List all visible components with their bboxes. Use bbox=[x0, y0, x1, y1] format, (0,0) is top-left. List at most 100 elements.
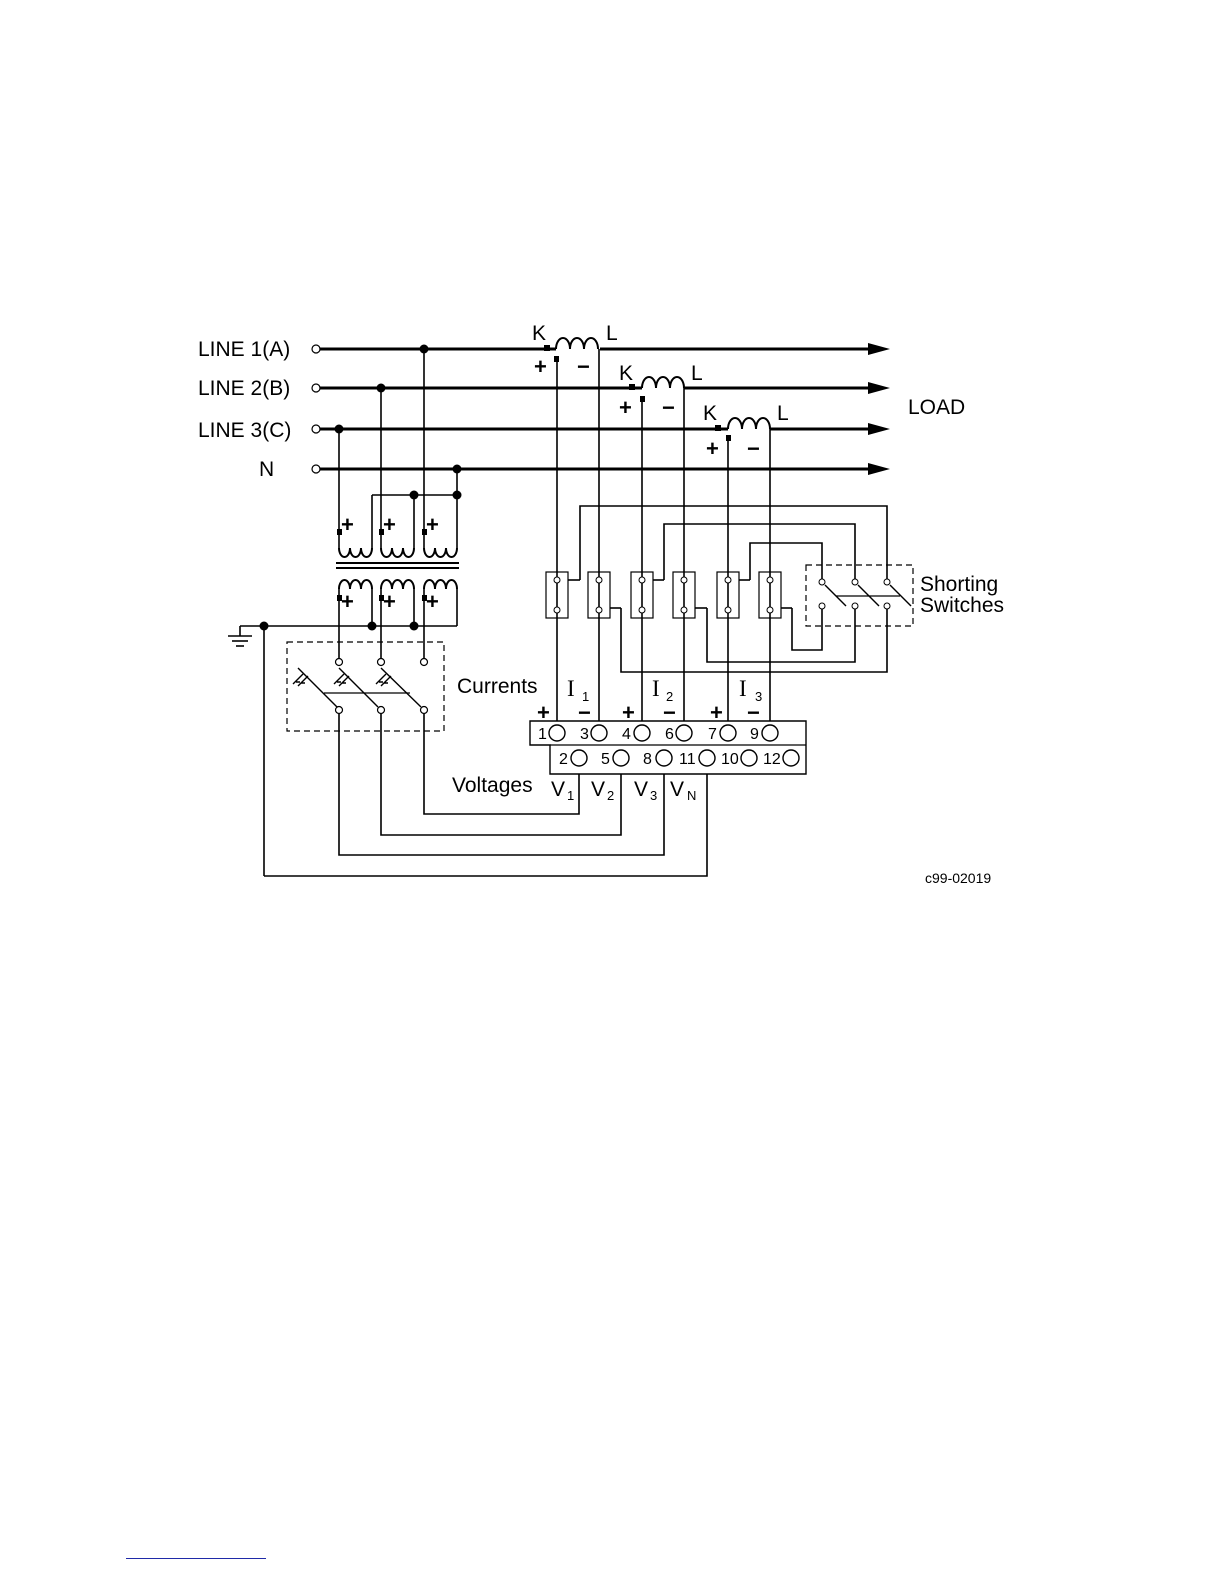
terminal-3 bbox=[591, 725, 607, 741]
vsw1-top bbox=[336, 659, 343, 666]
terminal-1 bbox=[549, 725, 565, 741]
vn-label: V bbox=[670, 778, 684, 801]
pt3-secondary-plus: + bbox=[426, 589, 439, 614]
i2-label: I bbox=[652, 676, 660, 701]
vn-sub: N bbox=[687, 788, 696, 803]
term-minus-3: − bbox=[578, 700, 591, 725]
term-plus-7: + bbox=[710, 700, 723, 725]
tnum-5: 5 bbox=[601, 751, 610, 768]
pt3-primary bbox=[424, 548, 457, 557]
ct1-minus: − bbox=[577, 354, 590, 379]
shorting-switch-contacts bbox=[819, 579, 890, 609]
ct1-k-label: K bbox=[532, 322, 546, 345]
ground-icon bbox=[228, 626, 252, 646]
voltage-switch-blades bbox=[293, 668, 421, 707]
ct2-pol-dot bbox=[640, 396, 645, 402]
ct3-pol-dot bbox=[726, 435, 731, 441]
tnum-2: 2 bbox=[559, 751, 568, 768]
vsw2-top bbox=[378, 659, 385, 666]
ct1-l-label: L bbox=[606, 322, 618, 345]
line1-terminal bbox=[312, 345, 320, 353]
ct1-coil bbox=[556, 338, 598, 349]
ct2-minus: − bbox=[662, 395, 675, 420]
current-labels: Currents I 1 I 2 I 3 + − + − + − bbox=[457, 675, 762, 725]
v2-label: V bbox=[591, 778, 605, 801]
vsw2-bot bbox=[378, 707, 385, 714]
vsw1-bot bbox=[336, 707, 343, 714]
figure-id: c99-02019 bbox=[925, 870, 991, 886]
ct2-k-label: K bbox=[619, 362, 633, 385]
short-loop-1 bbox=[580, 506, 887, 580]
pt-primary-coils bbox=[339, 548, 457, 557]
vsw3-bot bbox=[421, 707, 428, 714]
line3-terminal bbox=[312, 425, 320, 433]
v1-sub: 1 bbox=[567, 788, 574, 803]
v3-sub: 3 bbox=[650, 788, 657, 803]
ct3-l-label: L bbox=[777, 402, 789, 425]
ct-test-block-terminals bbox=[554, 577, 773, 613]
ct3-k-dot bbox=[715, 425, 721, 431]
pt1-primary-plus: + bbox=[341, 512, 354, 537]
terminal-7 bbox=[720, 725, 736, 741]
terminal-4 bbox=[634, 725, 650, 741]
tnum-7: 7 bbox=[708, 726, 717, 743]
line2-terminal bbox=[312, 384, 320, 392]
v2-sub: 2 bbox=[607, 788, 614, 803]
shorting-switch-blades bbox=[825, 585, 911, 606]
shorting-label-1: Shorting bbox=[920, 573, 998, 596]
neutral-terminal bbox=[312, 465, 320, 473]
vsw3-top bbox=[421, 659, 428, 666]
term-plus-1: + bbox=[537, 700, 550, 725]
terminal-12 bbox=[783, 750, 799, 766]
terminal-10 bbox=[741, 750, 757, 766]
arrow-neutral bbox=[868, 463, 890, 475]
ct2-plus: + bbox=[619, 395, 632, 420]
terminal-2 bbox=[571, 750, 587, 766]
i3-label: I bbox=[739, 676, 747, 701]
footnote-rule bbox=[126, 1558, 266, 1559]
pt3-secondary bbox=[424, 580, 457, 589]
i1-label: I bbox=[567, 676, 575, 701]
ct3-minus: − bbox=[747, 436, 760, 461]
terminal-6 bbox=[676, 725, 692, 741]
v3-label: V bbox=[634, 778, 648, 801]
pt-core bbox=[336, 563, 459, 568]
tnum-12: 12 bbox=[763, 751, 781, 768]
tnum-1: 1 bbox=[538, 726, 547, 743]
short-loop-6 bbox=[792, 608, 822, 650]
terminal-8 bbox=[656, 750, 672, 766]
currents-label: Currents bbox=[457, 675, 538, 698]
voltage-labels: Voltages V 1 V 2 V 3 V N bbox=[452, 774, 696, 803]
pt-secondary-coils bbox=[339, 580, 457, 589]
label-line3: LINE 3(C) bbox=[198, 419, 291, 442]
term-minus-6: − bbox=[663, 700, 676, 725]
shorting-label-2: Switches bbox=[920, 594, 1004, 617]
term-plus-4: + bbox=[622, 700, 635, 725]
voltages-label: Voltages bbox=[452, 774, 533, 797]
pt1-primary bbox=[339, 548, 372, 557]
ct-markers bbox=[544, 345, 731, 441]
ct-secondary-wiring bbox=[557, 349, 887, 732]
arrow-line1 bbox=[868, 343, 890, 355]
terminal-9 bbox=[762, 725, 778, 741]
tnum-4: 4 bbox=[622, 726, 631, 743]
pt2-secondary-plus: + bbox=[383, 589, 396, 614]
v1-label: V bbox=[551, 778, 565, 801]
terminal-5 bbox=[613, 750, 629, 766]
pt-primary-wiring bbox=[339, 349, 457, 548]
tnum-8: 8 bbox=[643, 751, 652, 768]
tnum-11: 11 bbox=[679, 751, 696, 768]
tnum-3: 3 bbox=[580, 726, 589, 743]
pt2-primary-plus: + bbox=[383, 512, 396, 537]
pt1-secondary-plus: + bbox=[341, 589, 354, 614]
ct3-k-label: K bbox=[703, 402, 717, 425]
tnum-10: 10 bbox=[721, 751, 739, 768]
label-neutral: N bbox=[259, 458, 274, 481]
ct2-l-label: L bbox=[691, 362, 703, 385]
line-arrows bbox=[868, 343, 890, 475]
pt3-primary-plus: + bbox=[426, 512, 439, 537]
ct3-coil bbox=[728, 418, 770, 429]
label-line1: LINE 1(A) bbox=[198, 338, 290, 361]
voltage-switch-box bbox=[287, 642, 444, 731]
